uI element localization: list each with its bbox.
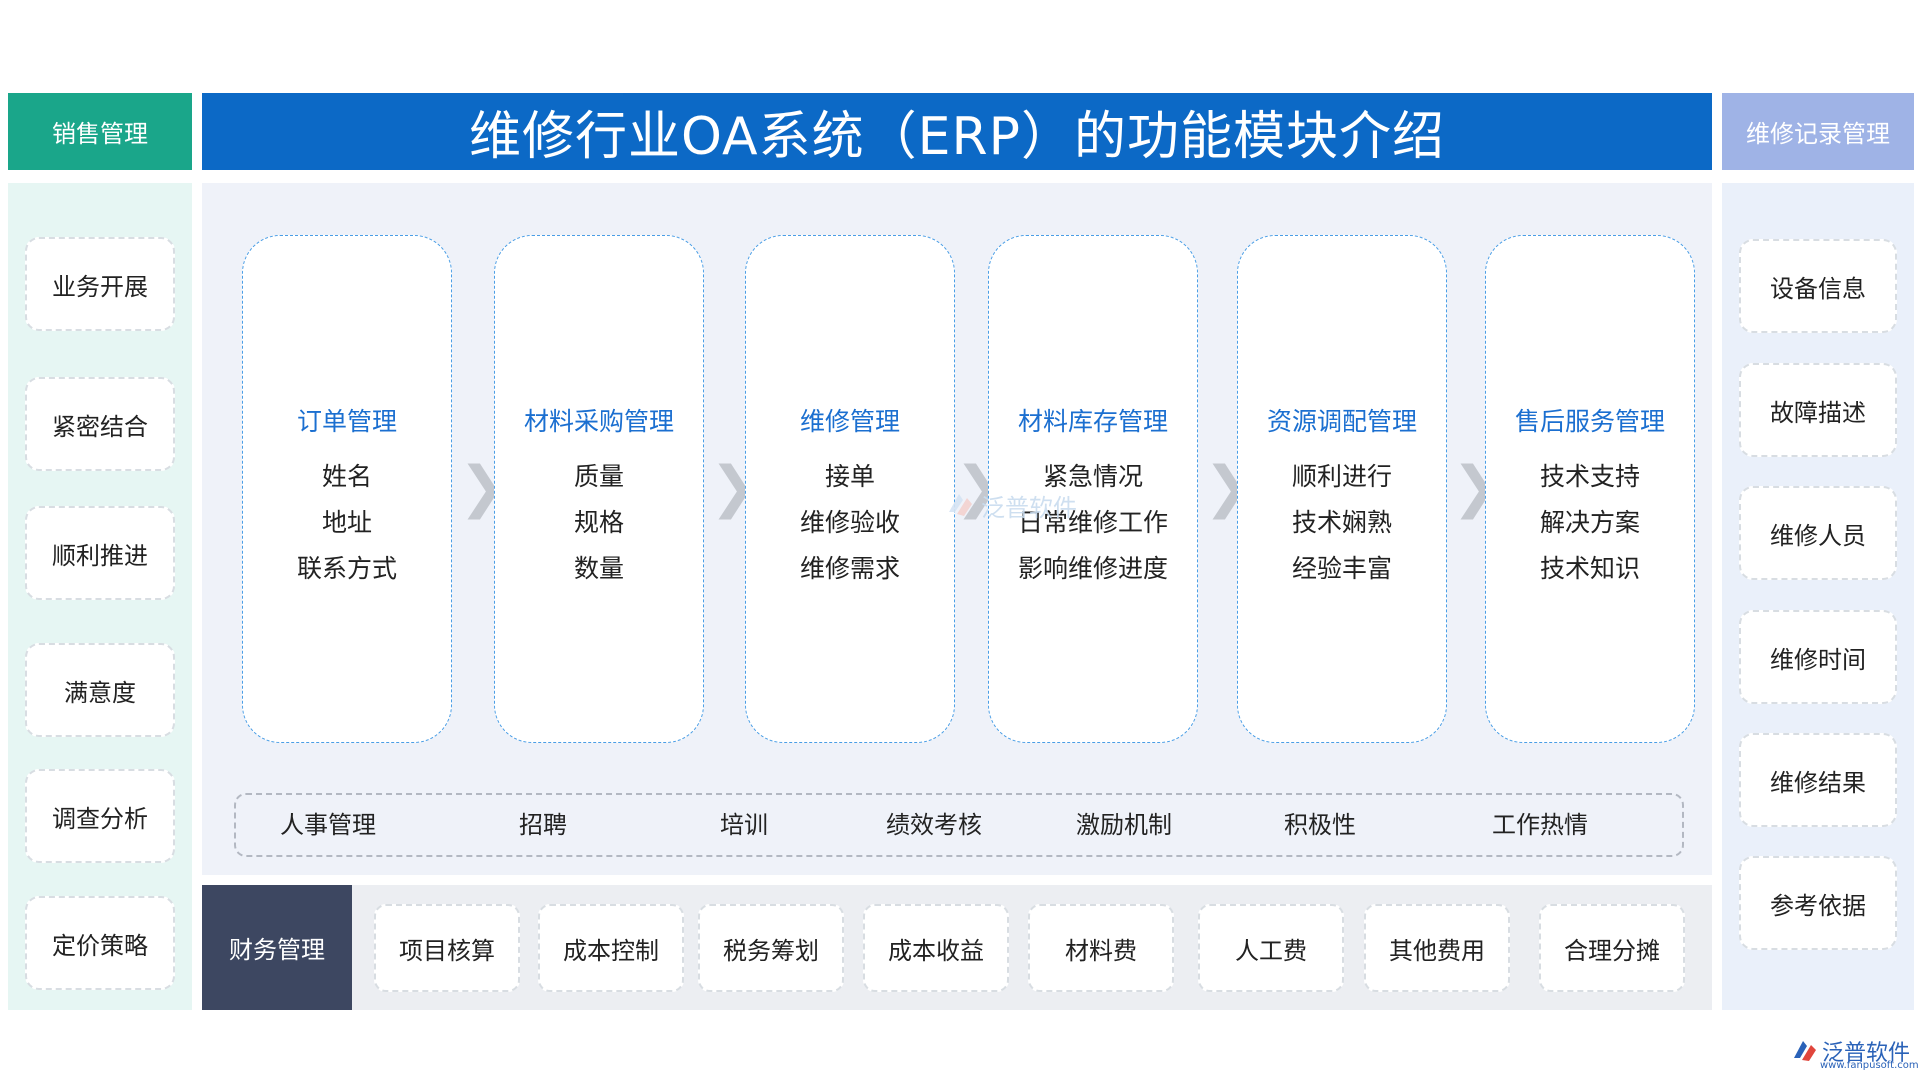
sales-item: 满意度	[25, 643, 175, 737]
module-title: 订单管理	[296, 407, 397, 436]
module-item: 接单	[824, 462, 875, 491]
module-title: 资源调配管理	[1266, 407, 1417, 436]
module-title: 材料库存管理	[1017, 407, 1168, 436]
hr-item: 工作热情	[1492, 811, 1588, 839]
brand-logo-icon	[949, 494, 972, 516]
finance-item: 人工费	[1198, 904, 1344, 992]
module-item: 维修需求	[799, 554, 900, 583]
record-item: 设备信息	[1739, 239, 1897, 333]
repair-records-panel: 设备信息 故障描述 维修人员 维修时间 维修结果 参考依据	[1722, 183, 1914, 1010]
finance-row: 财务管理 项目核算 成本控制 税务筹划 成本收益 材料费 人工费 其他费用 合理…	[202, 885, 1712, 1010]
repair-records-header: 维修记录管理	[1722, 93, 1914, 170]
module-item: 解决方案	[1539, 508, 1640, 537]
record-item: 维修人员	[1739, 486, 1897, 580]
modules-panel: 订单管理 姓名 地址 联系方式 ❯ 材料采购管理 质量 规格 数量 ❯ 维修管理…	[202, 183, 1712, 875]
hr-item: 人事管理	[280, 811, 376, 839]
hr-item: 积极性	[1284, 811, 1356, 839]
brand-logo: 泛普软件 www.fanpusoft.com	[1792, 1035, 1919, 1075]
sales-item: 定价策略	[25, 896, 175, 990]
hr-item: 培训	[720, 811, 768, 839]
chevron-right-icon: ❯	[1204, 455, 1251, 520]
module-title: 材料采购管理	[523, 407, 674, 436]
sales-panel: 业务开展 紧密结合 顺利推进 满意度 调查分析 定价策略	[8, 183, 192, 1010]
module-card-purchase: 材料采购管理 质量 规格 数量	[494, 235, 704, 743]
module-item: 维修验收	[799, 508, 900, 537]
hr-item: 激励机制	[1076, 811, 1172, 839]
chevron-right-icon: ❯	[1452, 455, 1499, 520]
module-item: 技术娴熟	[1291, 508, 1392, 537]
sales-item: 业务开展	[25, 237, 175, 331]
finance-item: 合理分摊	[1539, 904, 1685, 992]
hr-item: 绩效考核	[886, 811, 982, 839]
chevron-right-icon: ❯	[459, 455, 506, 520]
brand-logo-icon	[1794, 1041, 1816, 1061]
module-item: 技术支持	[1539, 462, 1640, 491]
module-item: 姓名	[321, 462, 372, 491]
module-title: 售后服务管理	[1514, 407, 1665, 436]
watermark-text: 泛普软件	[981, 493, 1077, 522]
brand-url: www.fanpusoft.com	[1820, 1060, 1919, 1071]
watermark: 泛普软件	[945, 485, 1125, 525]
sales-item: 紧密结合	[25, 377, 175, 471]
module-item: 规格	[573, 508, 624, 537]
module-item: 数量	[573, 554, 624, 583]
module-card-resources: 资源调配管理 顺利进行 技术娴熟 经验丰富	[1237, 235, 1447, 743]
finance-item: 税务筹划	[698, 904, 844, 992]
module-item: 日常维修工作	[1017, 508, 1168, 537]
sales-item: 顺利推进	[25, 506, 175, 600]
record-item: 参考依据	[1739, 856, 1897, 950]
page-title: 维修行业OA系统（ERP）的功能模块介绍	[202, 93, 1712, 170]
finance-item: 材料费	[1028, 904, 1174, 992]
module-card-inventory: 材料库存管理 紧急情况 日常维修工作 影响维修进度	[988, 235, 1198, 743]
module-card-repair: 维修管理 接单 维修验收 维修需求	[745, 235, 955, 743]
hr-strip: 人事管理 招聘 培训 绩效考核 激励机制 积极性 工作热情	[234, 793, 1684, 857]
finance-header: 财务管理	[202, 885, 352, 1010]
hr-item: 招聘	[519, 811, 567, 839]
finance-item: 其他费用	[1364, 904, 1510, 992]
module-item: 技术知识	[1539, 554, 1640, 583]
module-item: 经验丰富	[1291, 554, 1392, 583]
finance-item: 成本收益	[863, 904, 1009, 992]
sales-management-header: 销售管理	[8, 93, 192, 170]
finance-item: 项目核算	[374, 904, 520, 992]
record-item: 故障描述	[1739, 363, 1897, 457]
brand-name: 泛普软件	[1822, 1041, 1911, 1066]
record-item: 维修结果	[1739, 733, 1897, 827]
sales-item: 调查分析	[25, 769, 175, 863]
chevron-right-icon: ❯	[710, 455, 757, 520]
module-card-order: 订单管理 姓名 地址 联系方式	[242, 235, 452, 743]
module-item: 顺利进行	[1291, 462, 1392, 491]
module-item: 影响维修进度	[1017, 554, 1168, 583]
module-item: 联系方式	[296, 554, 397, 583]
module-item: 紧急情况	[1042, 462, 1143, 491]
module-item: 地址	[321, 508, 372, 537]
finance-item: 成本控制	[538, 904, 684, 992]
record-item: 维修时间	[1739, 610, 1897, 704]
module-title: 维修管理	[799, 407, 900, 436]
module-item: 质量	[573, 462, 624, 491]
module-card-aftersales: 售后服务管理 技术支持 解决方案 技术知识	[1485, 235, 1695, 743]
